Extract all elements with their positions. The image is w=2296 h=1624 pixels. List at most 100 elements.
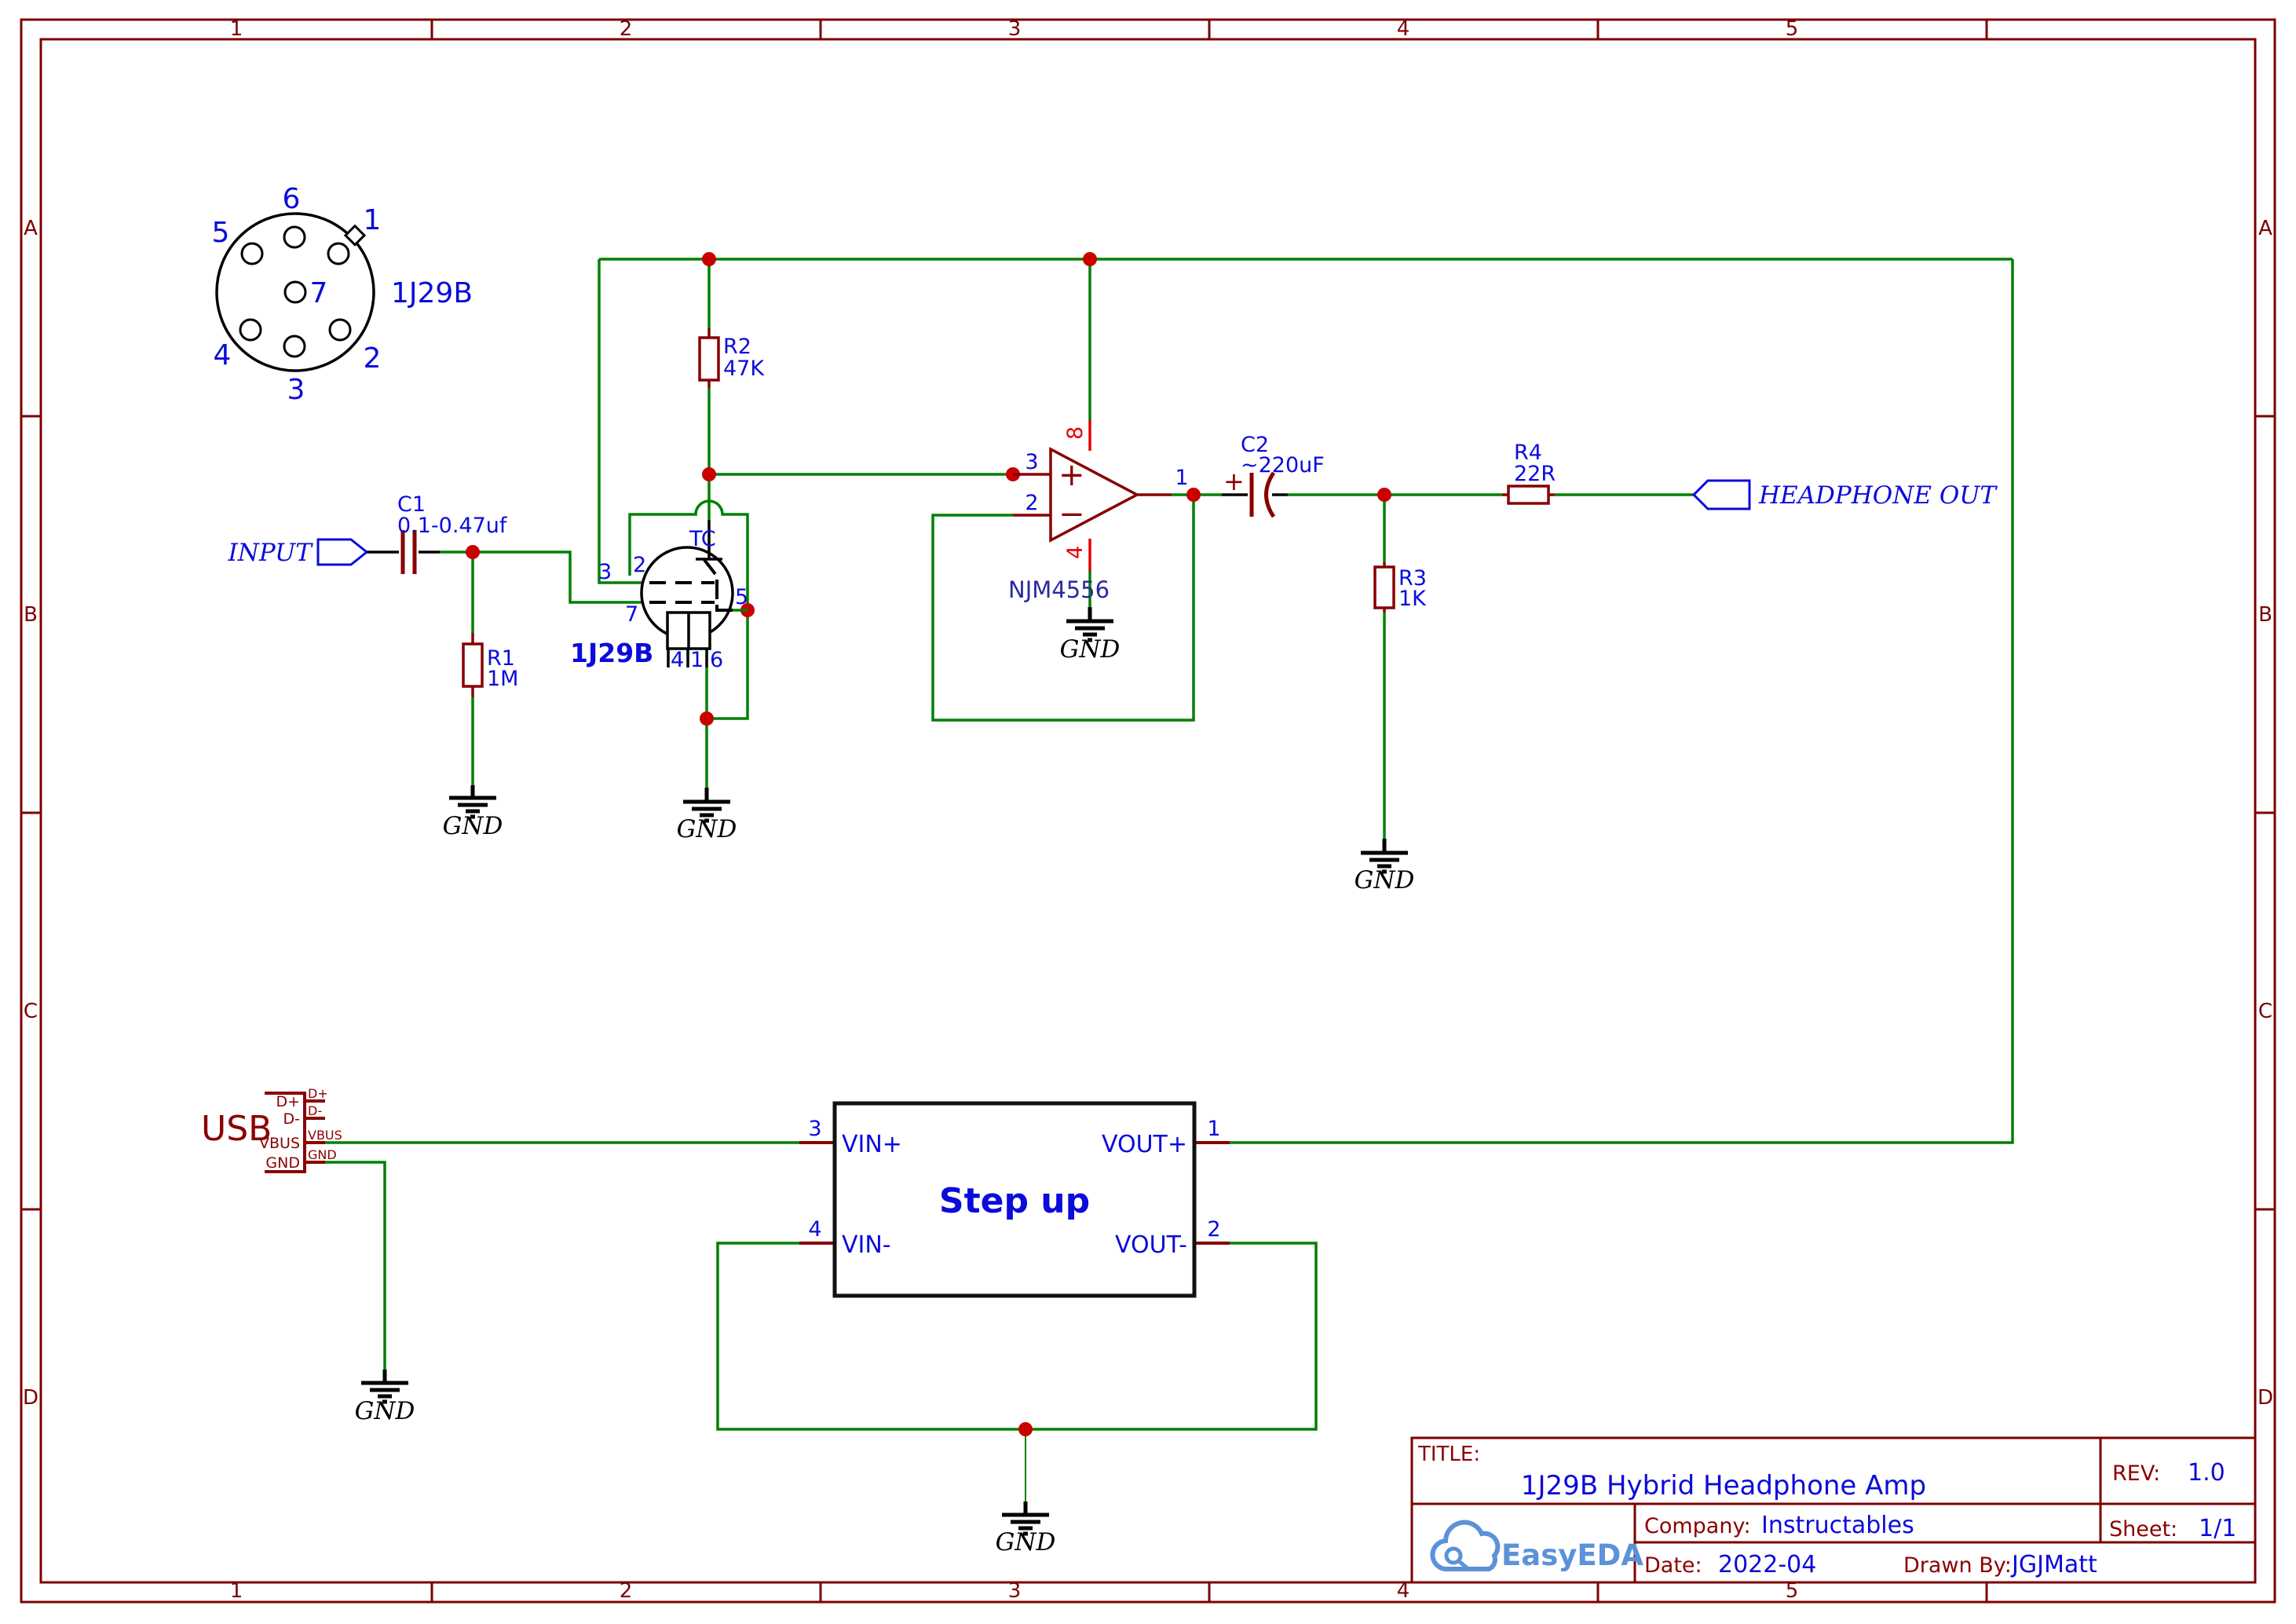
r2-body[interactable] (698, 336, 720, 382)
frame-row-label: B (24, 603, 38, 627)
rev-label: REV: (2112, 1461, 2160, 1486)
frame-col-label: 2 (620, 17, 633, 41)
opamp-pin2-label: 2 (1025, 491, 1038, 515)
stepup-pin4-label: 4 (808, 1217, 821, 1242)
r3-body[interactable] (1373, 565, 1395, 609)
headphone-net-flag[interactable]: HEADPHONE OUT (1691, 479, 1998, 510)
r3-ref-label: R3 (1398, 566, 1427, 591)
wire-vinn-voutn-loop[interactable] (716, 1242, 1318, 1431)
wire-pin5-to-heater-node[interactable] (707, 610, 749, 720)
opamp-triangle[interactable] (1049, 447, 1140, 543)
stepup-pin2-label: 2 (1207, 1217, 1220, 1242)
socket-part-label: 1J29B (391, 277, 473, 309)
gnd-symbol-tube[interactable] (683, 788, 730, 823)
junction-dot[interactable] (1377, 488, 1391, 502)
socket-pin-1-label: 1 (364, 204, 382, 236)
frame-col-label: 3 (1008, 17, 1022, 41)
usb-connector[interactable]: USB D+ D- VBUS GND D+ D- VBUS GND (201, 1086, 342, 1173)
junction-dot[interactable] (1018, 1422, 1033, 1436)
stepup-voutp-label: VOUT+ (1102, 1131, 1187, 1158)
capacitor-c1[interactable]: C1 0.1-0.47uf (367, 492, 508, 574)
c2-ref-label: C2 (1241, 433, 1269, 457)
capacitor-c2[interactable]: + C2 ~220uF (1222, 433, 1325, 518)
wire-usb-gnd[interactable] (325, 1161, 386, 1370)
frame-row-label: B (2258, 603, 2272, 627)
gnd-symbol-stepup[interactable] (1002, 1501, 1049, 1536)
opamp-pin4-label: 4 (1063, 546, 1088, 559)
junction-dot[interactable] (702, 252, 716, 266)
junction-dot[interactable] (1186, 488, 1201, 502)
frame-row-label: D (2258, 1386, 2273, 1410)
input-flag-shape[interactable] (316, 538, 369, 566)
headphone-flag-shape[interactable] (1691, 479, 1751, 510)
frame-col-label: 5 (1786, 1579, 1799, 1603)
resistor-r3[interactable]: R3 1K (1373, 562, 1427, 613)
easyeda-logo: EasyEDA (1430, 1520, 1643, 1572)
tube-heater-pins (667, 649, 708, 668)
resistor-r2[interactable]: R2 47K (698, 328, 765, 388)
input-flag-label: INPUT (228, 539, 314, 567)
stepup-vinn-label: VIN- (842, 1231, 891, 1259)
tube-pin4-label: 4 (671, 648, 684, 672)
c2-polarity-mark: + (1223, 466, 1245, 496)
socket-pin-3-label: 3 (287, 374, 305, 406)
stepup-pin1-label: 1 (1207, 1117, 1220, 1141)
resistor-r4[interactable]: R4 22R (1502, 441, 1556, 505)
opamp-part-label: NJM4556 (1008, 576, 1110, 603)
usb-body[interactable] (265, 1092, 306, 1173)
tube-socket-diagram[interactable]: 6 1 5 7 2 4 3 1J29B (212, 183, 473, 406)
junction-dot[interactable] (700, 711, 714, 726)
junction-dot[interactable] (1083, 252, 1097, 266)
drawn-by-value: JGJMatt (2010, 1551, 2097, 1578)
gnd-symbol-r1[interactable] (449, 785, 496, 819)
wire-voutp-to-rail[interactable] (1230, 259, 2014, 1144)
tube-1j29b[interactable]: TC 2 3 7 5 4 1 6 1J29B (570, 520, 748, 672)
wire-feedback-loop[interactable] (931, 495, 1195, 722)
date-value: 2022-04 (1718, 1551, 1816, 1578)
tube-pin5-label: 5 (735, 585, 748, 609)
stepup-body[interactable] (832, 1101, 1197, 1298)
r2-value-label: 47K (723, 357, 765, 381)
stepup-module[interactable]: Step up 3 4 1 2 VIN+ VIN- VOUT+ VOUT- (799, 1101, 1230, 1298)
title-label: TITLE: (1417, 1443, 1480, 1466)
usb-pin-dm-label: D- (283, 1110, 301, 1128)
frame-col-label: 4 (1397, 17, 1410, 41)
gnd-label: GND (996, 1528, 1056, 1556)
junction-dot[interactable] (702, 467, 716, 481)
usb-pin-gnd-label: GND (265, 1154, 300, 1172)
gnd-symbol-usb[interactable] (361, 1370, 408, 1404)
easyeda-cloud-tail (1457, 1560, 1470, 1571)
c2-plate-curved[interactable] (1264, 471, 1276, 518)
wire-grid-tie-pin2-pin5[interactable] (628, 499, 749, 610)
c1-value-label: 0.1-0.47uf (397, 514, 508, 538)
r4-value-label: 22R (1514, 462, 1556, 486)
frame-row-ticks (21, 415, 2275, 1211)
socket-outline[interactable] (215, 212, 375, 372)
frame-row-label: C (24, 1000, 38, 1023)
gnd-symbol-opamp[interactable] (1066, 607, 1113, 642)
usb-pin-gnd-netname: GND (308, 1147, 337, 1162)
socket-pin-4-label: 4 (214, 339, 232, 371)
tube-pin3-label: 3 (598, 560, 612, 584)
frame-row-label: C (2258, 1000, 2272, 1023)
r1-body[interactable] (462, 642, 484, 688)
junction-dot[interactable] (466, 545, 480, 559)
gnd-symbol-r3[interactable] (1361, 839, 1408, 874)
gnd-label: GND (1355, 866, 1415, 894)
frame-col-label: 1 (230, 1579, 243, 1603)
frame-col-label: 2 (620, 1579, 633, 1603)
wires (325, 258, 2014, 1501)
opamp-pin8-label: 8 (1063, 426, 1088, 440)
wire-rail-to-tube-pin3[interactable] (598, 259, 642, 584)
wire-node-to-tube-pin7[interactable] (473, 550, 642, 604)
opamp-pin1-label: 1 (1175, 466, 1188, 490)
resistor-r1[interactable]: R1 1M (462, 633, 518, 697)
r4-ref-label: R4 (1514, 441, 1542, 465)
opamp-njm4556[interactable]: + − 3 2 1 8 4 NJM4556 (1008, 426, 1189, 603)
r4-body[interactable] (1507, 485, 1550, 505)
socket-pin-2-label: 2 (364, 342, 382, 375)
easyeda-cloud-icon (1430, 1520, 1501, 1572)
title-block-border (1410, 1436, 2257, 1584)
input-net-flag[interactable]: INPUT (228, 538, 369, 567)
